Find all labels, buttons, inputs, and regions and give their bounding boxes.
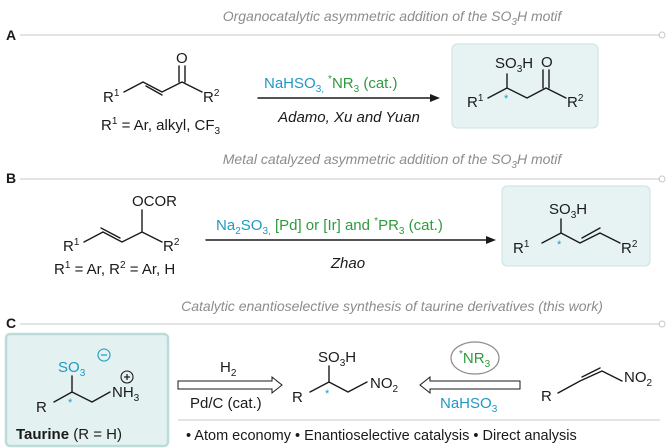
section-b-letter: B (6, 170, 16, 186)
authors-a: Adamo, Xu and Yuan (277, 109, 420, 126)
r1-label-b: R1 (63, 237, 80, 255)
taurine-structure: SO3 NH3 R * Taurine (R = H) (4, 332, 170, 448)
positive-charge-icon (120, 370, 134, 384)
authors-b: Zhao (330, 255, 365, 272)
nitro-sulfonic-acid: SO3H R * NO2 (292, 349, 399, 406)
taurine-box (4, 332, 170, 448)
section-c-header: Catalytic enantioselective synthesis of … (181, 298, 603, 314)
r2-label: R2 (203, 88, 220, 106)
section-a-header: Organocatalytic asymmetric addition of t… (223, 8, 564, 28)
product-a-r2: R2 (567, 93, 584, 111)
ocor-label: OCOR (132, 193, 177, 210)
mid-stereo: * (325, 388, 330, 400)
divider-end-dot (658, 320, 666, 328)
features-text: • Atom economy • Enantioselective cataly… (186, 428, 577, 444)
arrow-b: Na2SO3, [Pd] or [Ir] and *PR3 (cat.) Zha… (205, 216, 496, 272)
taurine-r: R (36, 399, 47, 416)
taurine-nh3: NH3 (112, 384, 140, 404)
carbonyl-o: O (176, 50, 188, 67)
section-a: Organocatalytic asymmetric addition of t… (6, 8, 666, 137)
product-b-box (501, 185, 651, 267)
taurine-caption: Taurine (R = H) (16, 426, 122, 443)
reagent-b: Na2SO3, [Pd] or [Ir] and *PR3 (cat.) (216, 216, 443, 237)
product-a-o: O (541, 54, 553, 71)
divider-end-dot (658, 31, 666, 39)
substituent-def-b: R1 = Ar, R2 = Ar, H (54, 260, 175, 278)
product-a: SO3H O R1 * R2 (451, 43, 599, 129)
taurine-stereo: * (68, 397, 73, 409)
product-b: SO3H R1 * R2 (501, 185, 651, 267)
arrow-c1: H2 Pd/C (cat.) (177, 359, 283, 412)
step2-reagent: NaHSO3 (440, 395, 498, 415)
taurine-so3: SO3 (58, 359, 86, 379)
nitroalkene: R NO2 (541, 367, 653, 405)
reagent-a: NaHSO3,*NR3 (cat.) (264, 74, 398, 95)
step1-catalyst: Pd/C (cat.) (190, 395, 262, 412)
product-b-so3h: SO3H (549, 201, 587, 221)
sm-r: R (541, 388, 552, 405)
product-a-box (451, 43, 599, 129)
allyl-reactant: OCOR R1 R2 R1 = Ar, R2 = Ar, H (54, 193, 180, 278)
mid-r: R (292, 389, 303, 406)
product-a-so3h: SO3H (495, 55, 533, 75)
substituent-def: R1 = Ar, alkyl, CF3 (101, 116, 221, 137)
arrow-a: NaHSO3,*NR3 (cat.) Adamo, Xu and Yuan (257, 74, 440, 126)
section-b: Metal catalyzed asymmetric addition of t… (6, 151, 666, 278)
catalyst-ellipse (450, 341, 500, 375)
product-b-stereo: * (557, 239, 562, 251)
mid-so3h: SO3H (318, 349, 356, 369)
mid-no2: NO2 (370, 375, 399, 395)
r2-label-b: R2 (163, 237, 180, 255)
negative-charge-icon (97, 348, 111, 362)
arrow-c2: *NR3 NaHSO3 (419, 341, 521, 415)
section-a-letter: A (6, 27, 16, 43)
step1-reagent: H2 (220, 359, 237, 379)
product-b-r1: R1 (513, 239, 530, 257)
section-b-header: Metal catalyzed asymmetric addition of t… (223, 151, 564, 171)
enone-reactant: O R1 R2 R1 = Ar, alkyl, CF3 (101, 50, 221, 137)
section-c: Catalytic enantioselective synthesis of … (4, 298, 666, 448)
product-b-r2: R2 (621, 239, 638, 257)
catalyst-label: *NR3 (459, 349, 491, 370)
divider-end-dot (658, 175, 666, 183)
product-a-stereo: * (504, 93, 509, 105)
section-c-letter: C (6, 315, 16, 331)
sm-no2: NO2 (624, 369, 653, 389)
r1-label: R1 (103, 88, 120, 106)
product-a-r1: R1 (467, 93, 484, 111)
